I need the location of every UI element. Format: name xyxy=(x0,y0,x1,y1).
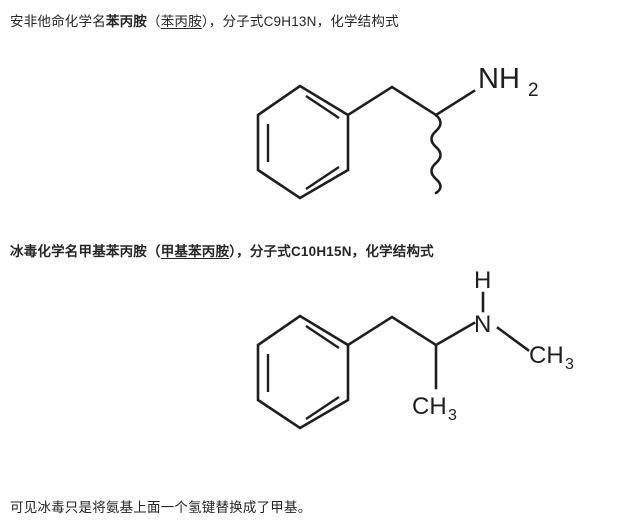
benzene-ring-icon xyxy=(256,84,350,200)
methamphetamine-structure-figure: CH 3 H N CH 3 xyxy=(236,267,576,433)
amphetamine-svg: NH 2 xyxy=(256,63,539,200)
paragraph-1-formula-label: 分子式 xyxy=(222,14,264,29)
paragraph-2-tail: 化学结构式 xyxy=(365,244,434,259)
paragraph-2-lead: 冰毒化学名 xyxy=(10,244,79,259)
paragraph-2-formula-label: 分子式 xyxy=(249,244,291,259)
c-n-bond xyxy=(434,321,476,347)
paragraph-1-comma-1: ， xyxy=(208,14,223,29)
nitrogen-label: N xyxy=(474,311,491,338)
alpha-methyl-label: CH 3 xyxy=(412,393,457,424)
benzene-ring-icon xyxy=(256,314,350,430)
paragraph-amphetamine-intro: 安非他命化学名苯丙胺（苯丙胺），分子式C9H13N，化学结构式 xyxy=(10,12,399,32)
paragraph-methamphetamine-intro: 冰毒化学名甲基苯丙胺（甲基苯丙胺），分子式C10H15N，化学结构式 xyxy=(10,242,434,262)
alpha-methyl-subscript: 3 xyxy=(448,407,457,424)
methamphetamine-svg: CH 3 H N CH 3 xyxy=(256,267,574,430)
paragraph-2-formula: C10H15N xyxy=(290,244,352,259)
paragraph-1-formula: C9H13N xyxy=(263,14,317,29)
paragraph-1-name-underlined: 苯丙胺 xyxy=(160,14,202,29)
n-methyl-subscript: 3 xyxy=(565,356,574,373)
paragraph-2-comma-2: ， xyxy=(351,244,366,259)
amphetamine-structure-figure: NH 2 xyxy=(236,58,566,213)
n-methyl-label: CH 3 xyxy=(529,342,574,373)
paragraph-1-paren-close: ） xyxy=(201,14,209,29)
paragraph-2-paren-close: ） xyxy=(229,244,237,259)
amine-subscript: 2 xyxy=(528,80,539,101)
c-n-bond xyxy=(434,89,476,117)
paragraph-1-lead: 安非他命化学名 xyxy=(10,14,106,29)
paragraph-1-name-bold: 苯丙胺 xyxy=(105,14,148,29)
methylene-bridge-bond xyxy=(346,85,438,117)
amine-hydrogen-label: H xyxy=(474,267,491,294)
amine-label: NH 2 xyxy=(478,63,539,101)
paragraph-1-tail: 化学结构式 xyxy=(330,14,399,29)
paragraph-1-paren-open: （ xyxy=(147,14,161,29)
paragraph-2-paren-open: （ xyxy=(147,244,161,259)
n-methyl-text: CH xyxy=(529,342,564,369)
methylene-bridge-bond xyxy=(346,315,438,347)
alpha-methyl-text: CH xyxy=(412,393,447,420)
wavy-stereobond xyxy=(430,113,442,195)
amine-text: NH xyxy=(478,63,520,95)
paragraph-2-comma-1: ， xyxy=(236,244,250,259)
paragraph-1-comma-2: ， xyxy=(316,14,331,29)
paragraph-conclusion: 可见冰毒只是将氨基上面一个氢键替换成了甲基。 xyxy=(10,500,312,515)
n-methyl-bond xyxy=(496,326,530,352)
paragraph-2-name-bold: 甲基苯丙胺 xyxy=(78,244,147,259)
paragraph-2-name-underlined: 甲基苯丙胺 xyxy=(160,244,230,259)
